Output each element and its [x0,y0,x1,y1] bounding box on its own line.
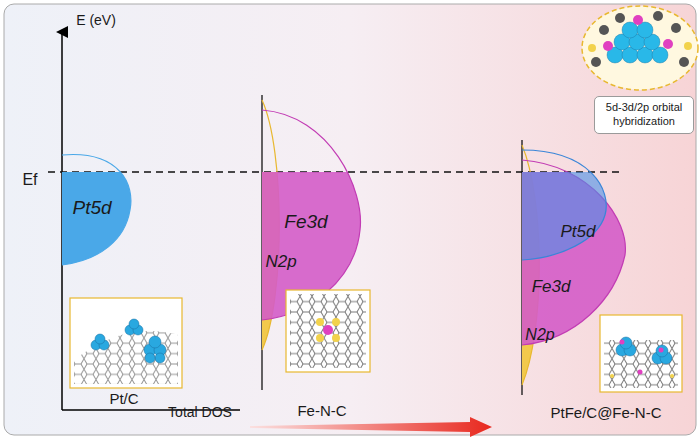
hybrid-cluster [582,6,698,90]
callout-text: 5d-3d/2p orbital hybridization [601,101,687,129]
band-label: N2p [265,252,296,272]
progress-arrow [250,417,492,437]
ptfe-inset [600,315,682,392]
callout-box: 5d-3d/2p orbital hybridization [594,96,694,134]
fe-n-c-inset [286,290,370,372]
band-label: N2p [525,326,554,344]
pt-c-inset [70,298,182,388]
sample-name: Pt/C [109,390,138,407]
axis-title: E (eV) [76,12,116,28]
pt-5d-band [522,172,606,260]
sample-name: PtFe/C@Fe-N-C [550,404,661,421]
axis-title: Total DOS [168,404,232,420]
fermi-label: Ef [22,171,37,189]
pt-5d-band [62,172,131,265]
band-label: Fe3d [284,211,327,233]
fe-3d-outline [262,110,360,320]
band-label: Pt5d [561,222,596,242]
pt-5d-outline [522,150,606,260]
sample-name: Fe-N-C [297,402,346,419]
pt-5d-outline [62,155,131,265]
band-label: Fe3d [532,277,571,297]
band-label: Pt5d [72,197,111,219]
